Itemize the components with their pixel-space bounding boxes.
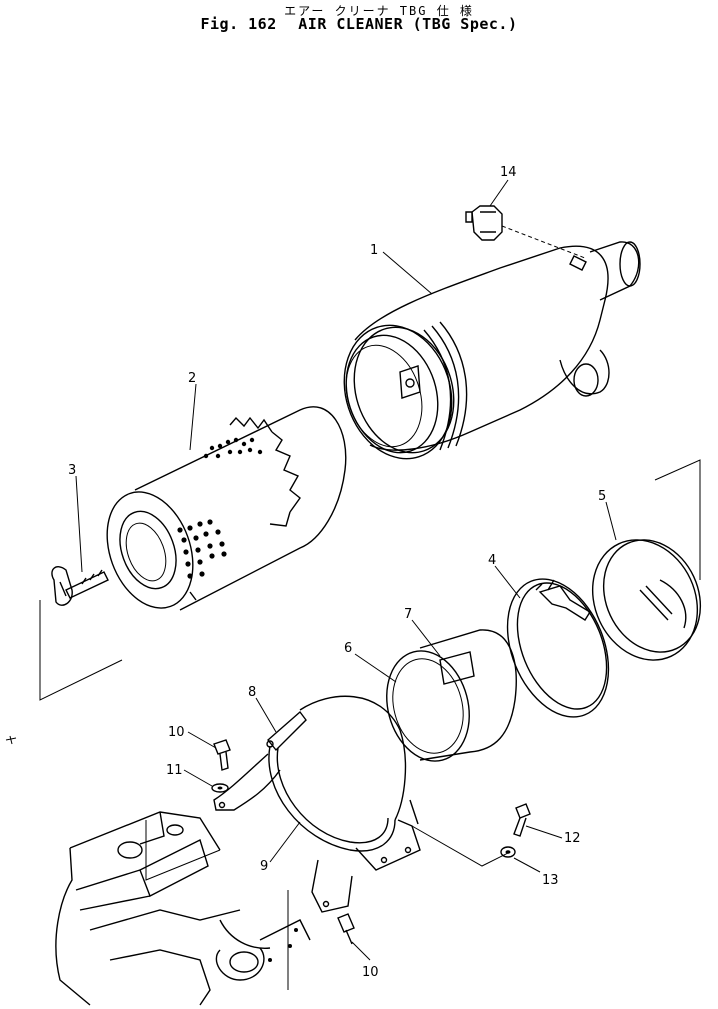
bolt-lower-drawing [337,913,355,945]
mounting-bracket-drawing [213,695,421,913]
bolt-washer-upper-drawing [211,739,231,793]
callout-8: 8 [248,685,256,700]
callout-11: 11 [166,763,183,778]
safety-element-drawing [386,629,517,762]
callout-9: 9 [260,859,268,874]
callout-3: 3 [68,463,76,478]
bolt-washer-right-drawing [500,803,531,858]
callout-5: 5 [598,489,606,504]
figure-number: Fig. 162 [200,15,277,33]
callout-12: 12 [564,831,581,846]
title-japanese: エアー クリーナ TBG 仕 様 [284,4,474,18]
callout-4: 4 [488,553,496,568]
dust-indicator-drawing [465,205,587,271]
callout-10-upper: 10 [168,725,185,740]
callout-13: 13 [542,873,559,888]
callout-14: 14 [500,165,517,180]
reference-line-bracket [411,825,511,867]
callout-10-lower: 10 [362,965,379,980]
figure-title: Fig. 162 AIR CLEANER (TBG Spec.) [0,15,718,33]
engine-block-drawing [55,811,311,1006]
reference-line-left [39,600,123,701]
stray-mark [5,735,17,745]
callout-6: 6 [344,641,352,656]
leader-lines [75,179,617,961]
callout-7: 7 [404,607,412,622]
figure-caption: AIR CLEANER (TBG Spec.) [298,15,518,33]
callout-2: 2 [188,371,196,386]
end-cover-drawing [591,459,702,661]
outer-element-drawing [106,406,347,611]
callout-labels: 14 1 2 3 5 4 7 6 8 10 11 12 9 13 10 [68,165,606,980]
air-cleaner-body-drawing [343,241,641,460]
callout-1: 1 [370,243,378,258]
band-clamp-drawing [506,578,610,718]
wing-nut-drawing [51,566,109,606]
